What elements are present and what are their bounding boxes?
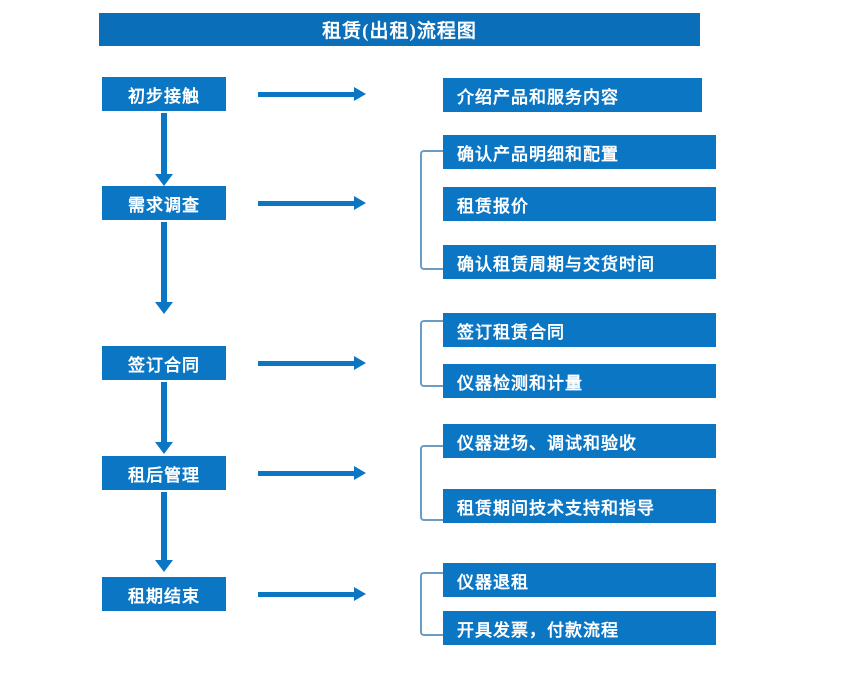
stage-arrow-3 xyxy=(258,356,366,370)
group-bracket-5 xyxy=(420,572,443,636)
stage-arrow-4 xyxy=(258,466,366,480)
connector-arrow-3-4 xyxy=(155,382,173,454)
arrow-head xyxy=(354,466,366,480)
group-bracket-3 xyxy=(420,320,443,387)
stage-arrow-2 xyxy=(258,196,366,210)
stage-arrow-1 xyxy=(258,87,366,101)
connector-arrow-1-2 xyxy=(155,113,173,186)
arrow-head xyxy=(155,442,173,454)
arrow-shaft xyxy=(161,492,167,560)
stage-arrow-5 xyxy=(258,587,366,601)
arrow-head xyxy=(354,587,366,601)
detail-box-5-1[interactable]: 仪器退租 xyxy=(443,563,716,597)
arrow-shaft xyxy=(258,92,354,97)
arrow-shaft xyxy=(258,471,354,476)
stage-box-4[interactable]: 租后管理 xyxy=(102,456,226,490)
page-title: 租赁(出租)流程图 xyxy=(99,13,700,46)
connector-arrow-4-5 xyxy=(155,492,173,572)
detail-box-5-2[interactable]: 开具发票，付款流程 xyxy=(443,611,716,645)
detail-box-1-1[interactable]: 介绍产品和服务内容 xyxy=(443,78,702,112)
arrow-head xyxy=(155,302,173,314)
group-bracket-2 xyxy=(420,150,443,270)
group-bracket-4 xyxy=(420,445,443,521)
detail-box-3-1[interactable]: 签订租赁合同 xyxy=(443,313,716,347)
arrow-shaft xyxy=(161,222,167,302)
detail-box-2-2[interactable]: 租赁报价 xyxy=(443,187,716,221)
arrow-shaft xyxy=(258,592,354,597)
arrow-head xyxy=(354,356,366,370)
stage-box-5[interactable]: 租期结束 xyxy=(102,577,226,611)
detail-box-4-1[interactable]: 仪器进场、调试和验收 xyxy=(443,424,716,458)
arrow-head xyxy=(354,87,366,101)
arrow-head xyxy=(354,196,366,210)
arrow-shaft xyxy=(258,361,354,366)
arrow-shaft xyxy=(161,382,167,442)
stage-box-2[interactable]: 需求调查 xyxy=(102,186,226,220)
stage-box-1[interactable]: 初步接触 xyxy=(102,77,226,111)
arrow-shaft xyxy=(161,113,167,174)
arrow-head xyxy=(155,174,173,186)
connector-arrow-2-3 xyxy=(155,222,173,314)
detail-box-3-2[interactable]: 仪器检测和计量 xyxy=(443,364,716,398)
detail-box-2-1[interactable]: 确认产品明细和配置 xyxy=(443,135,716,169)
arrow-shaft xyxy=(258,201,354,206)
arrow-head xyxy=(155,560,173,572)
detail-box-2-3[interactable]: 确认租赁周期与交货时间 xyxy=(443,245,716,279)
detail-box-4-2[interactable]: 租赁期间技术支持和指导 xyxy=(443,489,716,523)
stage-box-3[interactable]: 签订合同 xyxy=(102,346,226,380)
